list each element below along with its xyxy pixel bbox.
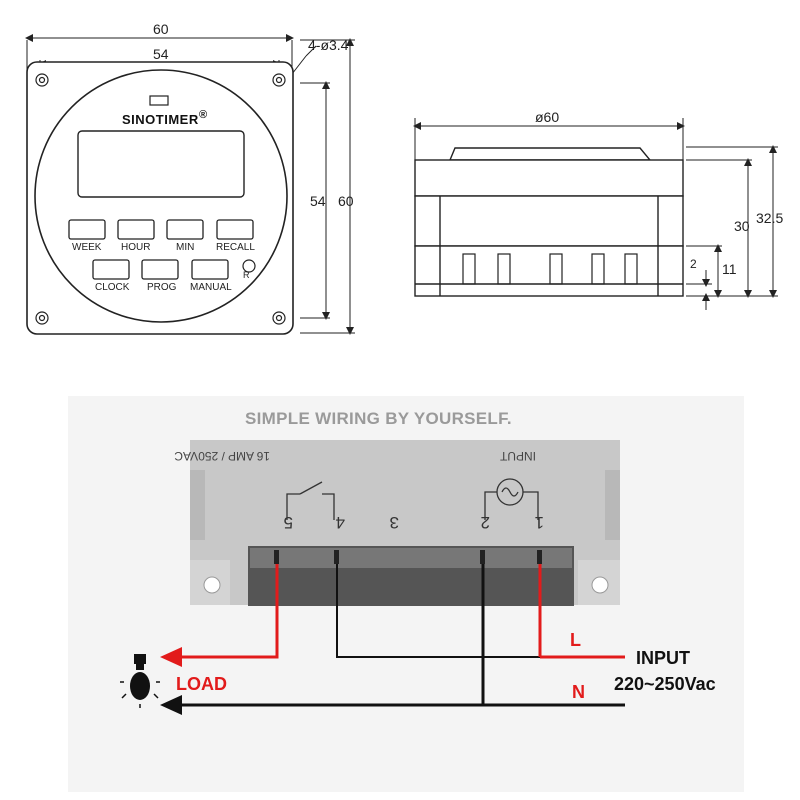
ac-source-symbol [484, 478, 539, 520]
wiring-title: SIMPLE WIRING BY YOURSELF. [245, 409, 512, 428]
dim-11: 11 [722, 261, 737, 277]
terminal-2: 2 [481, 513, 490, 532]
wiring-diagram: SIMPLE WIRING BY YOURSELF. 16 AMP / 250V… [68, 396, 744, 792]
load-arrow [160, 647, 182, 667]
min-button[interactable] [166, 219, 204, 240]
hour-label: HOUR [121, 242, 150, 253]
button-row-2 [92, 259, 229, 280]
dim-width-inner: 54 [153, 46, 169, 62]
hour-button[interactable] [117, 219, 155, 240]
input-label: INPUT [636, 648, 690, 668]
indicator-led [149, 95, 169, 106]
side-dimensions [413, 118, 778, 310]
dim-32-5: 32.5 [756, 210, 783, 226]
reset-button[interactable] [242, 259, 256, 273]
clock-label: CLOCK [95, 282, 130, 293]
brand-label: SINOTIMER [122, 112, 199, 127]
dim-height-outer: 60 [338, 193, 354, 209]
prog-button[interactable] [141, 259, 179, 280]
side-body [414, 147, 684, 297]
week-button[interactable] [68, 219, 106, 240]
front-view: 60 54 4-ø3.4 54 60 SINOTIMER ® WEEK HOUR [25, 21, 355, 335]
prog-label: PROG [147, 282, 177, 293]
terminal-1: 1 [535, 513, 544, 532]
neutral-label: N [572, 682, 585, 702]
load-live-wire [182, 564, 279, 659]
input-live-bridge [336, 564, 625, 658]
terminal-3: 3 [390, 513, 399, 532]
panel-input-text: INPUT [499, 449, 536, 463]
dim-2: 2 [690, 257, 697, 271]
dim-30: 30 [734, 218, 750, 234]
terminal-5: 5 [284, 513, 293, 532]
manual-label: MANUAL [190, 282, 232, 293]
wires [182, 564, 625, 707]
dim-width-outer: 60 [153, 21, 169, 37]
terminal-4: 4 [336, 513, 345, 532]
reset-label: R [243, 270, 250, 280]
manual-button[interactable] [191, 259, 229, 280]
dim-holes: 4-ø3.4 [308, 37, 349, 53]
rating-text: 16 AMP / 250VAC [174, 449, 270, 463]
min-label: MIN [176, 242, 194, 253]
dim-height-inner: 54 [310, 193, 326, 209]
side-terminals [462, 253, 638, 285]
dim-diameter: ø60 [535, 109, 559, 125]
mount-hole-right [591, 576, 609, 594]
mounting-holes [35, 73, 286, 325]
week-label: WEEK [72, 242, 102, 253]
mount-hole-left [203, 576, 221, 594]
lcd-display [77, 130, 245, 198]
relay-contact-symbol [286, 481, 335, 520]
voltage-label: 220~250Vac [614, 674, 716, 694]
recall-label: RECALL [216, 242, 255, 253]
recall-button[interactable] [216, 219, 254, 240]
button-row-1 [68, 219, 254, 240]
side-view: ø60 30 32.5 11 2 [413, 109, 783, 310]
bulb-icon [120, 654, 160, 708]
terminal-screws [274, 550, 542, 564]
load-label: LOAD [176, 674, 227, 694]
registered-mark: ® [199, 109, 208, 121]
line-label: L [570, 630, 581, 650]
clock-button[interactable] [92, 259, 130, 280]
neutral-arrow [160, 695, 182, 715]
